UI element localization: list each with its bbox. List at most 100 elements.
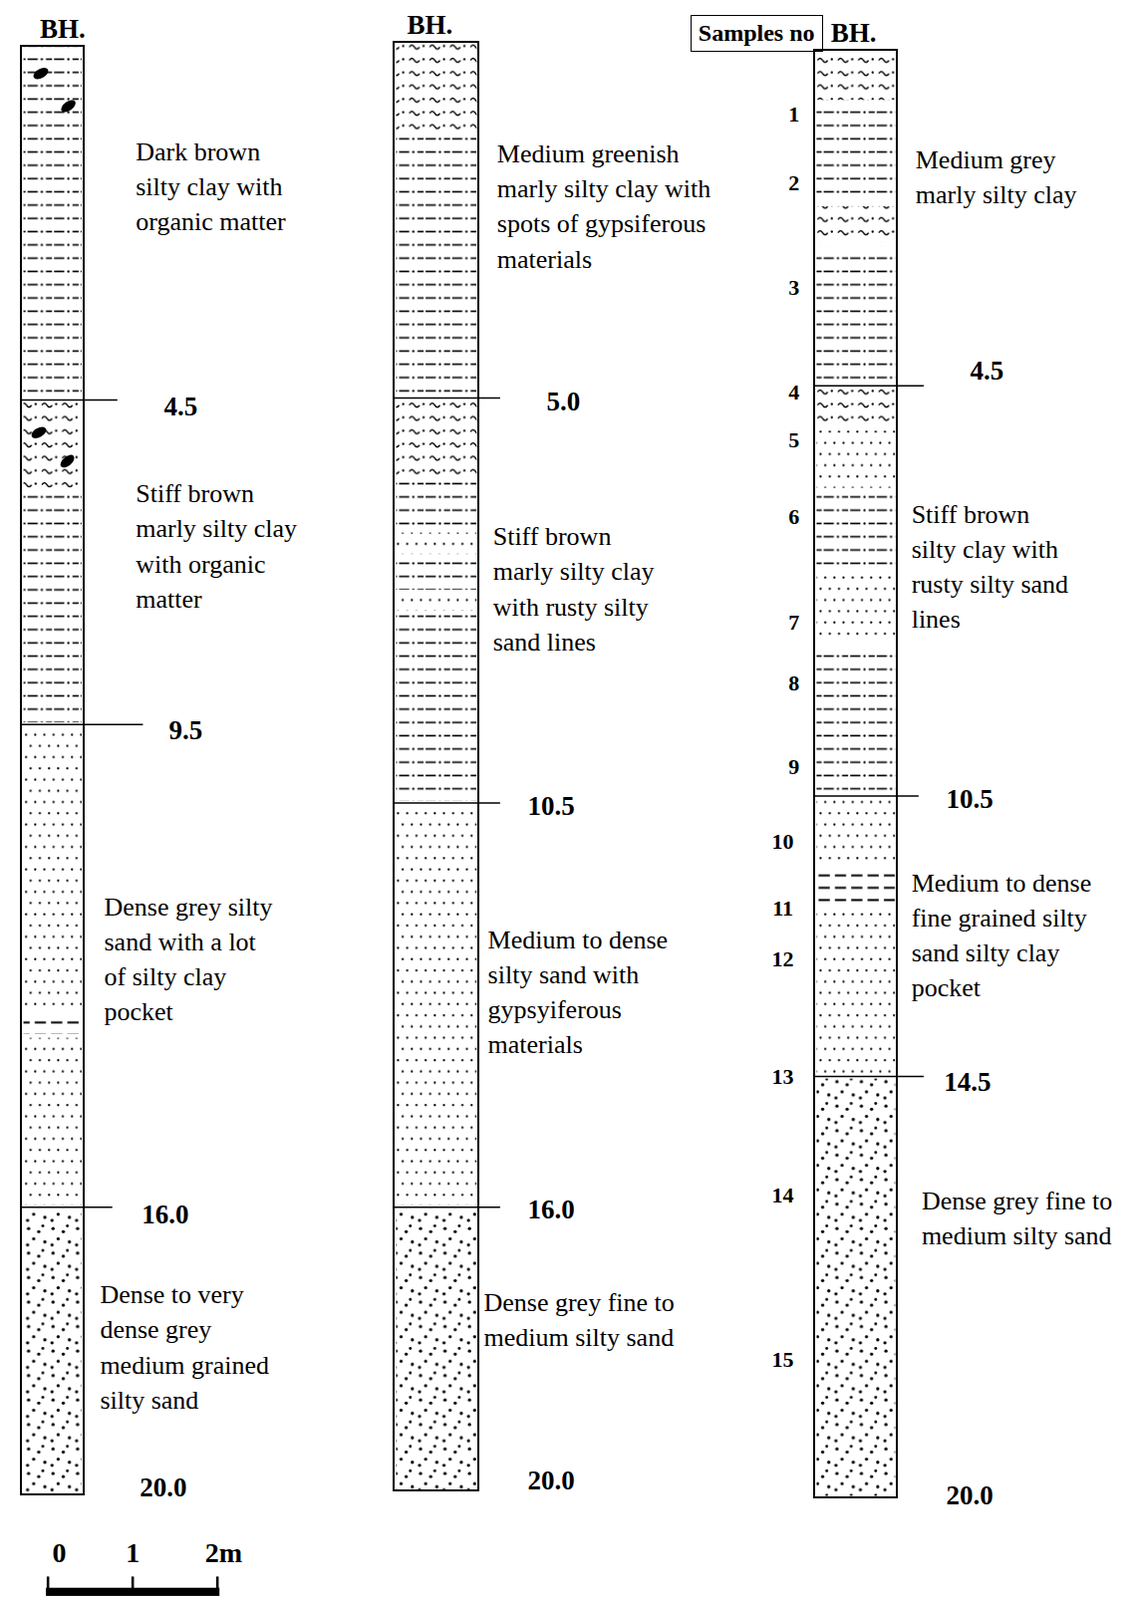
soil-pattern xyxy=(395,558,477,590)
depth-label: 16.0 xyxy=(527,1195,574,1223)
borehole-heading: BH. xyxy=(831,19,877,47)
sample-number: 13 xyxy=(772,1066,795,1089)
soil-pattern xyxy=(816,573,895,642)
borehole-column: BH. xyxy=(392,40,480,1492)
soil-pattern xyxy=(816,492,895,570)
sample-number: 9 xyxy=(788,756,800,779)
layer-description: Medium grey marly silty clay xyxy=(915,142,1098,213)
layer-description: Medium to dense silty sand with gypsyife… xyxy=(488,922,683,1063)
soil-pattern xyxy=(23,492,82,723)
soil-pattern xyxy=(23,726,82,1009)
layer-description: Dense grey fine to medium silty sand xyxy=(483,1285,681,1356)
soil-pattern xyxy=(23,46,82,398)
sample-number: 3 xyxy=(788,277,800,299)
soil-pattern xyxy=(395,593,477,610)
scale-tick xyxy=(216,1576,220,1592)
depth-label: 9.5 xyxy=(169,717,204,745)
scale-tick xyxy=(131,1576,135,1592)
borehole-heading: BH. xyxy=(407,11,454,39)
layer-boundary xyxy=(392,1206,501,1209)
sample-number: 7 xyxy=(788,611,800,634)
layer-description: Stiff brown silty clay with rusty silty … xyxy=(911,497,1076,637)
depth-label: 10.5 xyxy=(527,793,574,821)
depth-label: 4.5 xyxy=(970,356,1005,384)
layer-description: Stiff brown marly silty clay with rusty … xyxy=(493,519,667,659)
layer-description: Dense to very dense grey medium grained … xyxy=(99,1277,282,1418)
layer-description: Dark brown silty clay with organic matte… xyxy=(135,134,299,240)
soil-pattern xyxy=(395,400,477,479)
sample-number: 15 xyxy=(772,1349,795,1372)
layer-description: Stiff brown marly silty clay with organi… xyxy=(135,476,309,616)
sample-number: 5 xyxy=(788,429,800,452)
soil-pattern xyxy=(816,644,895,795)
soil-pattern xyxy=(395,42,477,131)
scale-label: 0 xyxy=(51,1539,66,1568)
organic-matter xyxy=(58,97,78,115)
soil-pattern xyxy=(395,614,477,802)
soil-pattern xyxy=(395,134,477,396)
sample-number: 11 xyxy=(772,897,794,920)
depth-label: 10.5 xyxy=(945,785,993,813)
sample-number: 2 xyxy=(788,172,800,195)
borehole-column: BH. xyxy=(813,48,898,1498)
organic-matter xyxy=(31,65,51,82)
layer-boundary xyxy=(392,802,501,805)
soil-pattern xyxy=(23,1012,82,1035)
depth-label: 20.0 xyxy=(945,1481,993,1509)
depth-label: 14.5 xyxy=(943,1068,991,1096)
soil-pattern xyxy=(23,1209,82,1494)
borehole-column: BH. xyxy=(19,44,85,1495)
layer-boundaries xyxy=(19,385,923,1208)
soil-layers xyxy=(23,42,896,1497)
sample-number: 1 xyxy=(788,103,800,126)
soil-pattern xyxy=(816,247,895,384)
soil-pattern xyxy=(816,910,895,1076)
soil-pattern xyxy=(395,481,477,529)
samples-heading: Samples no xyxy=(698,19,816,46)
scale-label: 2m xyxy=(205,1539,243,1568)
soil-pattern xyxy=(816,206,895,244)
soil-pattern xyxy=(816,798,895,866)
layer-boundary xyxy=(813,795,918,798)
organic-matter xyxy=(57,452,76,471)
soil-pattern xyxy=(395,1209,477,1491)
soil-pattern xyxy=(816,50,895,100)
scale-label: 1 xyxy=(125,1539,140,1568)
soil-pattern xyxy=(23,402,82,489)
organic-matter xyxy=(29,424,49,441)
layer-boundary xyxy=(19,1206,112,1209)
depth-label: 16.0 xyxy=(141,1200,189,1228)
soil-pattern xyxy=(816,430,895,488)
sample-number: 6 xyxy=(788,506,800,529)
depth-label: 5.0 xyxy=(547,387,581,415)
layer-boundary xyxy=(19,399,117,402)
layer-boundary xyxy=(813,384,924,387)
soil-pattern xyxy=(395,533,477,556)
soil-pattern xyxy=(816,869,895,907)
sample-number: 12 xyxy=(772,948,795,971)
layer-description: Medium greenish marly silty clay with sp… xyxy=(497,136,728,277)
sample-number: 4 xyxy=(788,381,800,404)
layer-description: Dense grey fine to medium silty sand xyxy=(921,1183,1117,1254)
depth-label: 20.0 xyxy=(139,1474,187,1502)
layer-boundary xyxy=(19,723,143,726)
samples-header-box: Samples no xyxy=(690,14,824,51)
layer-boundary xyxy=(813,1076,924,1079)
scale-tick xyxy=(46,1576,50,1592)
soil-pattern xyxy=(395,805,477,1206)
soil-pattern xyxy=(816,387,895,427)
layer-boundary xyxy=(392,397,501,400)
sample-number: 8 xyxy=(788,672,800,695)
sample-number: 14 xyxy=(772,1184,795,1207)
layer-description: Dense grey silty sand with a lot of silt… xyxy=(103,889,279,1030)
layer-description: Medium to dense fine grained silty sand … xyxy=(911,865,1104,1006)
soil-pattern xyxy=(816,103,895,202)
sample-number: 10 xyxy=(772,831,795,853)
depth-label: 4.5 xyxy=(163,392,198,420)
depth-label: 20.0 xyxy=(527,1467,574,1495)
soil-pattern xyxy=(23,1038,82,1206)
scale-bar xyxy=(45,1576,220,1596)
soil-pattern xyxy=(816,1079,895,1497)
borehole-heading: BH. xyxy=(39,15,86,43)
